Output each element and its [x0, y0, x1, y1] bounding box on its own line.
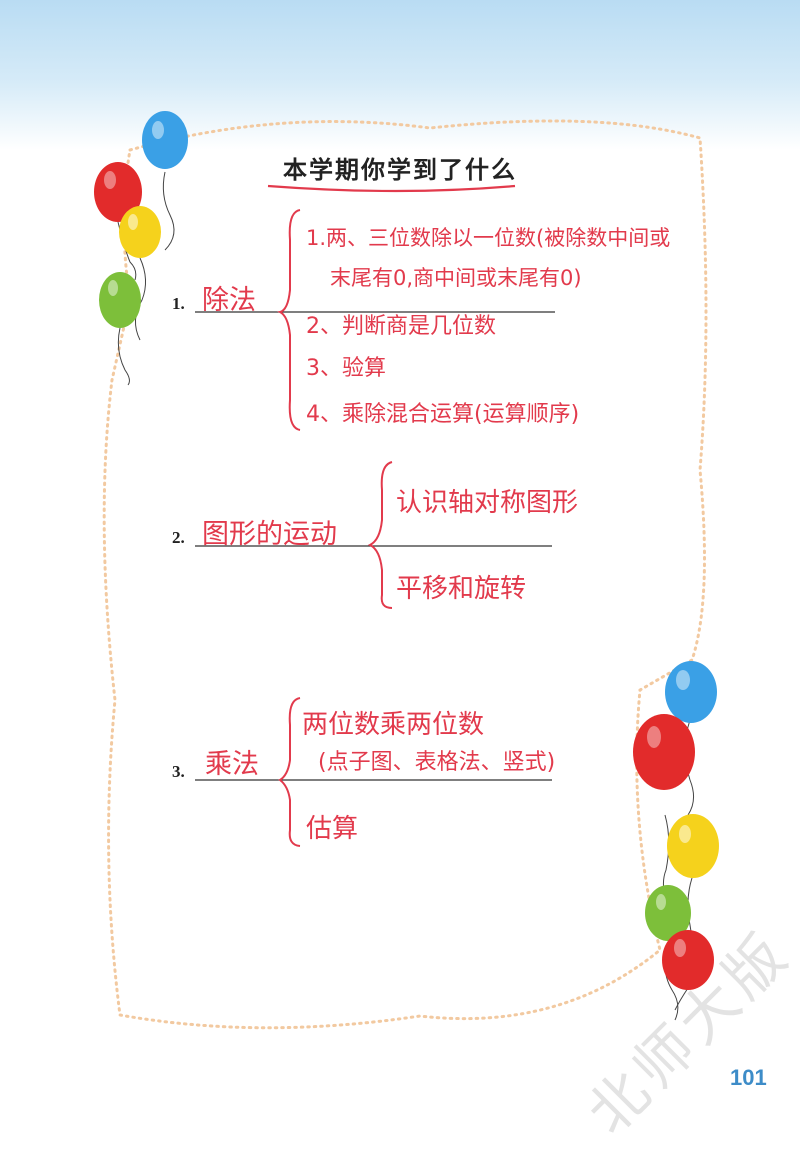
- section-3-number: 3.: [172, 762, 185, 781]
- section-1-number: 1.: [172, 294, 185, 313]
- balloon-red-right: [633, 714, 695, 790]
- section-2-item-2: 平移和旋转: [396, 574, 527, 604]
- section-3-topic: 乘法: [205, 749, 259, 780]
- balloon-red-right-small: [662, 930, 714, 990]
- dotted-frame-border: [102, 119, 708, 1030]
- section-1-item-3: 2、判断商是几位数: [306, 314, 496, 339]
- section-1-item-4: 3、验算: [306, 356, 386, 381]
- balloon-green-left: [99, 272, 141, 328]
- section-3-item-3: 估算: [306, 814, 359, 844]
- section-3-brace: [278, 697, 301, 847]
- section-1-topic: 除法: [202, 285, 256, 316]
- balloon-yellow-left: [119, 206, 161, 258]
- section-1-item-2: 末尾有0,商中间或末尾有0): [330, 266, 582, 290]
- section-2-item-1: 认识轴对称图形: [396, 488, 579, 518]
- section-3-item-1: 两位数乘两位数: [302, 710, 485, 740]
- balloon-green-right: [645, 885, 691, 941]
- balloon-blue-right: [665, 661, 717, 723]
- section-2-brace: [367, 461, 393, 609]
- balloon-red-left: [94, 162, 142, 222]
- title-underline: [267, 184, 516, 193]
- section-1-item-5: 4、乘除混合运算(运算顺序): [306, 402, 580, 427]
- section-1-brace: [277, 209, 301, 431]
- section-1-item-1: 1.两、三位数除以一位数(被除数中间或: [306, 226, 671, 250]
- page-title: 本学期你学到了什么: [283, 155, 517, 184]
- page-number: 101: [730, 1065, 767, 1090]
- section-3-item-2: (点子图、表格法、竖式): [318, 750, 556, 775]
- balloon-blue-left: [142, 111, 188, 169]
- balloon-yellow-right: [667, 814, 719, 878]
- section-2-number: 2.: [172, 528, 185, 547]
- section-2-topic: 图形的运动: [202, 519, 337, 550]
